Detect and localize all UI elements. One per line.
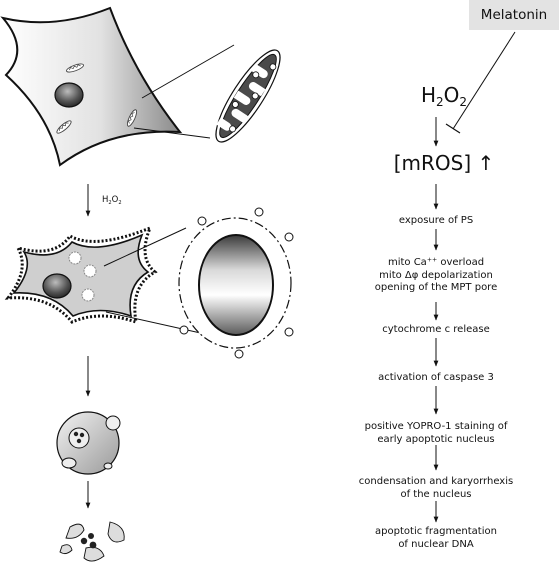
h2o2-label: H2O2 — [420, 83, 468, 110]
mros-label: [mROS] ↑ — [394, 151, 495, 175]
step-mito-ca-line: mito Ca++ overload — [375, 257, 497, 270]
h2o2-sub1: 2 — [108, 199, 112, 206]
step-mito-events: mito Ca++ overload mito Δφ depolarizatio… — [375, 257, 497, 295]
step-yopro-line2: early apoptotic nucleus — [377, 433, 495, 445]
melatonin-box: Melatonin — [469, 0, 559, 30]
stressed-nucleus — [42, 273, 72, 299]
inhibition-line — [452, 31, 516, 130]
step-condensation-line2: of the nucleus — [400, 488, 472, 500]
healthy-nucleus — [54, 82, 84, 108]
mito-ca-text: mito Ca — [387, 257, 427, 268]
h2o2-h: H — [102, 195, 109, 205]
step-fragmentation-line2: of nuclear DNA — [398, 538, 474, 550]
h2o2-h: H — [420, 83, 437, 107]
step-cytochrome: cytochrome c release — [382, 324, 490, 335]
apoptotic-cell — [56, 411, 121, 475]
inhibition-bar — [445, 123, 461, 134]
overload-text: overload — [437, 257, 485, 268]
step-mpt-line: opening of the MPT pore — [374, 282, 498, 293]
h2o2-sub2: 2 — [459, 95, 468, 110]
step-condensation-line1: condensation and karyorrhexis — [358, 476, 514, 487]
step-exposure-ps: exposure of PS — [398, 215, 474, 226]
step-fragmentation-line1: apoptotic fragmentation — [375, 526, 497, 537]
step-condensation: condensation and karyorrhexis of the nuc… — [359, 476, 513, 501]
enlarged-mitochondrion — [215, 49, 281, 143]
mitochondrion-icon — [126, 109, 138, 127]
step-caspase: activation of caspase 3 — [378, 372, 494, 383]
h2o2-o: O — [111, 195, 119, 205]
h2o2-sub2: 2 — [118, 199, 122, 206]
step-yopro-line1: positive YOPRO-1 staining of — [364, 421, 508, 432]
step-yopro: positive YOPRO-1 staining of early apopt… — [365, 421, 508, 446]
step-fragmentation: apoptotic fragmentation of nuclear DNA — [375, 526, 497, 551]
stressed-cell — [4, 225, 158, 325]
damaged-mitochondrion-icon — [68, 251, 97, 302]
zoom-line — [141, 44, 235, 99]
stressed-cell-outer-membrane — [4, 225, 158, 325]
h2o2-small-label: H2O2 — [102, 195, 122, 205]
healthy-cell — [0, 6, 183, 167]
h2o2-sub1: 2 — [436, 95, 444, 110]
up-arrow-icon: ↑ — [477, 151, 495, 175]
enlarged-swollen-mitochondrion — [178, 207, 294, 359]
zoom-line — [105, 311, 215, 337]
mitochondrion-icon — [56, 120, 72, 134]
apoptotic-bodies — [59, 521, 125, 562]
stressed-cell-membrane — [12, 233, 150, 318]
h2o2-o: O — [443, 83, 460, 107]
ca-charge: ++ — [426, 256, 438, 264]
step-depolarization-line: mito Δφ depolarization — [379, 269, 493, 281]
mros-text: [mROS] — [393, 151, 472, 175]
zoom-line — [103, 227, 187, 267]
melatonin-label: Melatonin — [480, 7, 548, 23]
mitochondrion-icon — [66, 63, 84, 73]
zoom-line — [133, 127, 211, 139]
healthy-cell-membrane — [0, 6, 183, 167]
